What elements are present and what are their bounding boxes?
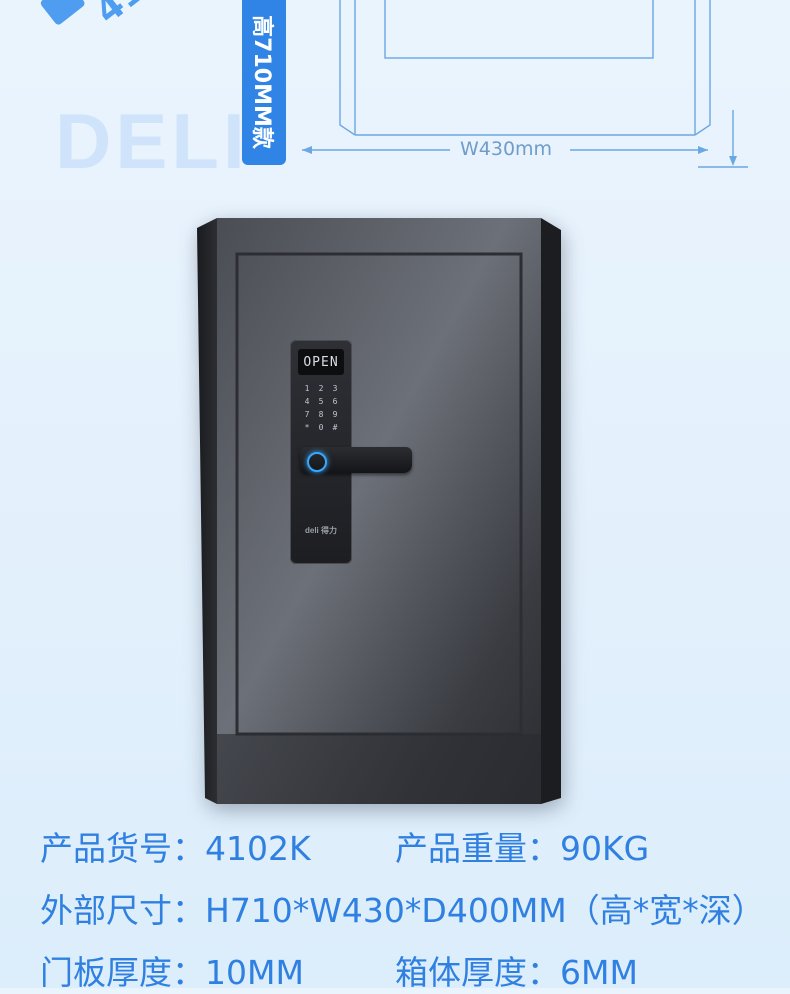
safe-base (217, 734, 541, 804)
product-code-value: 4102K (205, 829, 311, 868)
size-value: H710*W430*D400MM（高*宽*深） (205, 891, 765, 930)
diagram-outer-right (694, 0, 711, 136)
key-0[interactable]: 0 (318, 423, 324, 432)
weight-label: 产品重量： (395, 829, 560, 868)
spec-row-3: 门板厚度：10MM 箱体厚度：6MM (40, 946, 638, 994)
arrow-right-icon (698, 146, 708, 154)
spec-row-2: 外部尺寸：H710*W430*D400MM（高*宽*深） (40, 884, 765, 932)
brand-watermark: DELI (55, 97, 249, 185)
key-9[interactable]: 9 (332, 410, 338, 419)
key-hash[interactable]: # (332, 423, 338, 432)
safe-image (197, 218, 561, 804)
key-2[interactable]: 2 (318, 384, 324, 393)
diagram-outer-left (339, 0, 356, 136)
lock-keypad[interactable]: 1 2 3 4 5 6 7 8 9 * 0 # (300, 384, 342, 432)
key-4[interactable]: 4 (304, 397, 310, 406)
width-dimension-label: W430mm (460, 138, 553, 160)
safe-door (217, 218, 541, 804)
safe-right-side (541, 218, 561, 804)
arrow-down-icon (729, 156, 737, 166)
box-thickness-value: 6MM (560, 953, 638, 992)
size-label: 外部尺寸： (40, 891, 205, 930)
box-thickness-label: 箱体厚度： (395, 953, 560, 992)
safe-dimension-diagram (302, 0, 748, 168)
box-thickness-spec: 箱体厚度：6MM (395, 946, 638, 994)
arrow-left-icon (302, 146, 312, 154)
product-code-label: 产品货号： (40, 829, 205, 868)
key-8[interactable]: 8 (318, 410, 324, 419)
key-5[interactable]: 5 (318, 397, 324, 406)
safe-left-side (197, 218, 217, 804)
weight-value: 90KG (560, 829, 650, 868)
key-6[interactable]: 6 (332, 397, 338, 406)
key-star[interactable]: * (304, 423, 310, 432)
weight-spec: 产品重量：90KG (395, 822, 649, 870)
diagram-door-panel (384, 0, 654, 59)
height-model-tag: 高710MM款 (242, 0, 286, 165)
spec-row-1: 产品货号：4102K 产品重量：90KG (40, 822, 649, 870)
door-thickness-value: 10MM (205, 953, 304, 992)
product-code-watermark: 4102 (88, 0, 192, 32)
key-1[interactable]: 1 (304, 384, 310, 393)
lock-brand-logo: deli 得力 (304, 526, 337, 535)
key-3[interactable]: 3 (332, 384, 338, 393)
height-model-tag-label: 高710MM款 (249, 15, 274, 149)
fingerprint-sensor-icon[interactable] (307, 452, 327, 472)
lock-display: OPEN (298, 349, 344, 375)
key-7[interactable]: 7 (304, 410, 310, 419)
door-thickness-label: 门板厚度： (40, 953, 205, 992)
